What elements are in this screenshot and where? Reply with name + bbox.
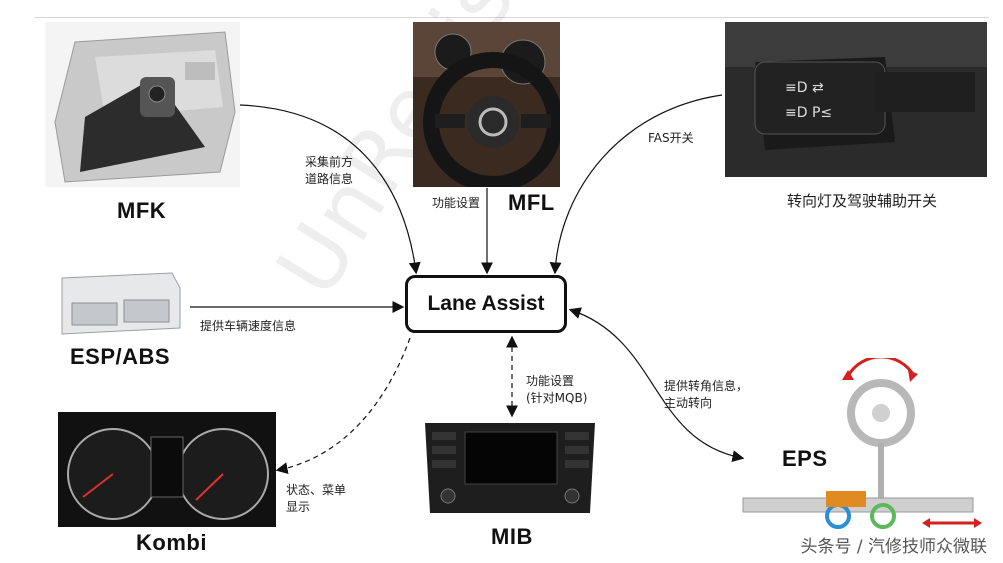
eps-edge-label: 提供转角信息， 主动转向 <box>664 379 749 410</box>
esp-edge-label: 提供车辆速度信息 <box>200 319 297 333</box>
mfk-caption: MFK <box>117 198 167 223</box>
kombi-arrow <box>275 337 411 475</box>
mib-head-unit-image <box>420 418 600 518</box>
eps-caption: EPS <box>782 446 828 471</box>
kombi-edge-label: 状态、菜单 显示 <box>286 483 347 514</box>
mfk-edge-label: 采集前方 道路信息 <box>305 155 354 186</box>
turn-signal-stalk-image: ≡D ⇄ ≡D P≤ <box>725 22 987 177</box>
mib-caption: MIB <box>491 524 533 549</box>
mfl-edge-label: 功能设置 <box>432 196 481 210</box>
mib-edge-label: 功能设置 (针对MQB) <box>526 374 588 405</box>
lane-assist-box: Lane Assist <box>405 275 567 333</box>
esp-abs-module-image <box>52 268 184 340</box>
fas-arrow <box>549 94 723 275</box>
mfk-camera-image <box>45 22 240 187</box>
mfl-caption: MFL <box>508 190 555 215</box>
stalk-caption: 转向灯及驾驶辅助开关 <box>786 192 937 210</box>
top-divider <box>34 17 989 18</box>
kombi-cluster-image <box>58 412 276 527</box>
footer-credit: 头条号 / 汽修技师众微联 <box>800 537 987 557</box>
esp-abs-caption: ESP/ABS <box>70 344 171 369</box>
eps-steering-rack-image <box>738 358 990 538</box>
mfl-steering-wheel-image <box>413 22 560 187</box>
fas-edge-label: FAS开关 <box>648 131 694 145</box>
kombi-caption: Kombi <box>136 530 207 555</box>
svg-text:≡D ⇄: ≡D ⇄ <box>785 80 824 96</box>
lane-assist-label: Lane Assist <box>427 292 545 315</box>
svg-text:≡D P≤: ≡D P≤ <box>785 105 832 121</box>
